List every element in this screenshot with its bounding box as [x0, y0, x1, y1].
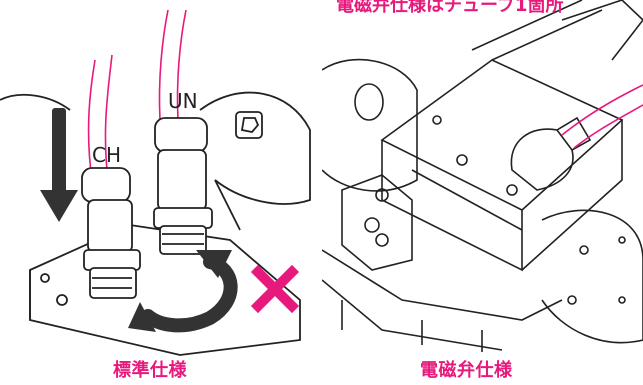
ch-label: CH — [92, 143, 121, 167]
valve-body — [322, 0, 643, 352]
push-down-arrow-icon — [40, 108, 78, 222]
solenoid-spec-drawing — [322, 0, 643, 352]
standard-spec-drawing: CH UN — [0, 9, 311, 356]
un-fitting — [153, 117, 213, 255]
prohibited-x-icon — [250, 264, 300, 314]
rotate-arrow-tail-icon — [128, 302, 156, 332]
rotate-arrow-icon — [141, 255, 238, 333]
solenoid-tube — [561, 84, 643, 149]
solenoid-tube-note: 電磁弁仕様はチューブ1箇所 — [336, 0, 564, 16]
solenoid-spec-caption: 電磁弁仕様 — [420, 360, 513, 381]
standard-spec-caption: 標準仕様 — [113, 360, 187, 381]
rotate-arrow-head-icon — [196, 250, 232, 278]
housing — [0, 91, 311, 231]
standard-spec-illustration: CH UN — [0, 0, 320, 385]
ch-fitting — [81, 167, 141, 299]
un-label: UN — [168, 89, 198, 113]
tubes — [87, 9, 187, 181]
solenoid-spec-illustration — [322, 0, 643, 385]
